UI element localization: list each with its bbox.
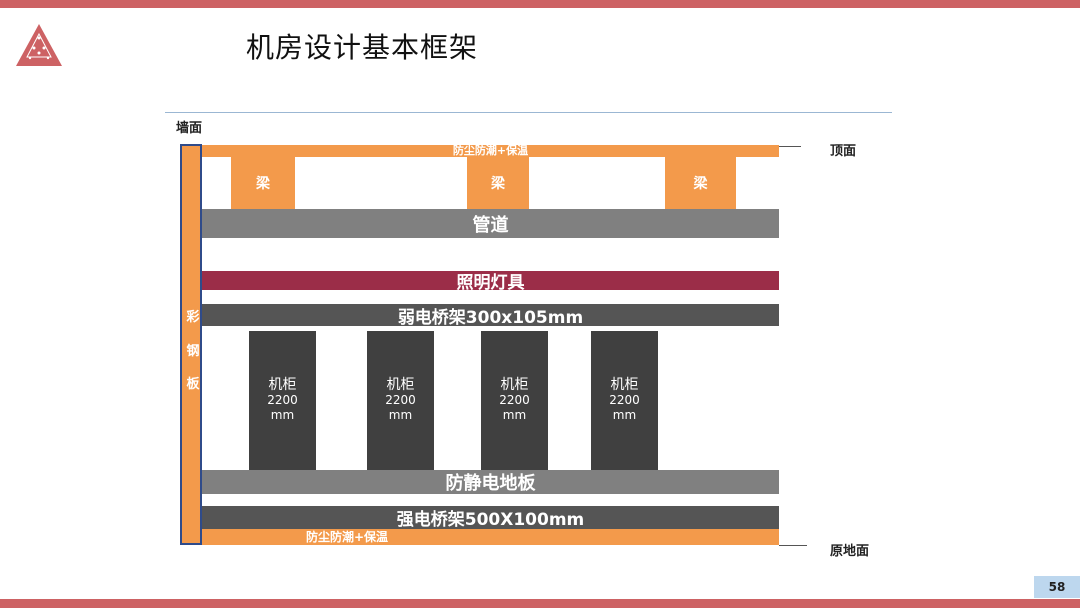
cabinet-name: 机柜 xyxy=(610,377,639,393)
anti-static-floor: 防静电地板 xyxy=(202,470,779,494)
side-panel-char-1: 彩 xyxy=(186,310,200,325)
slide-title: 机房设计基本框架 xyxy=(246,31,479,64)
wall-label: 墙面 xyxy=(176,121,203,136)
cabinet-3: 机柜 2200 mm xyxy=(481,331,548,471)
cabinet-height: 2200 xyxy=(499,393,530,407)
cabinet-2: 机柜 2200 mm xyxy=(367,331,434,471)
ceiling-label: 顶面 xyxy=(830,144,857,159)
cabinet-height: 2200 xyxy=(385,393,416,407)
cabinet-1: 机柜 2200 mm xyxy=(249,331,316,471)
beam-3: 梁 xyxy=(665,157,736,209)
triangle-logo-icon xyxy=(14,22,64,68)
strong-current-tray: 强电桥架500X100mm xyxy=(202,506,779,530)
beam-label: 梁 xyxy=(491,176,505,192)
ceiling-insulation-label: 防尘防潮+保温 xyxy=(452,144,529,157)
ceiling-insulation-layer: 防尘防潮+保温 xyxy=(202,145,779,157)
ground-insulation-layer: 防尘防潮+保温 xyxy=(202,529,779,545)
cabinet-unit: mm xyxy=(388,408,413,422)
page-number: 58 xyxy=(1034,576,1080,598)
cabinet-unit: mm xyxy=(502,408,527,422)
color-steel-wall-panel xyxy=(180,144,202,545)
lighting-layer: 照明灯具 xyxy=(202,271,779,293)
ceiling-line xyxy=(779,146,801,147)
cabinet-unit: mm xyxy=(270,408,295,422)
bottom-accent-bar xyxy=(0,599,1080,608)
beam-label: 梁 xyxy=(693,176,708,192)
diagram-top-border xyxy=(165,112,892,113)
beam-1: 梁 xyxy=(231,157,295,209)
cabinet-unit: mm xyxy=(612,408,637,422)
cabinet-name: 机柜 xyxy=(268,377,297,393)
side-panel-char-2: 钢 xyxy=(186,344,200,359)
weak-current-tray: 弱电桥架300x105mm xyxy=(202,304,779,328)
cabinet-height: 2200 xyxy=(609,393,640,407)
pipe-layer: 管道 xyxy=(202,209,779,238)
beam-label: 梁 xyxy=(256,176,270,192)
beam-2: 梁 xyxy=(467,157,529,209)
side-panel-char-3: 板 xyxy=(186,377,200,392)
cabinet-4: 机柜 2200 mm xyxy=(591,331,658,471)
ground-label: 原地面 xyxy=(830,544,870,559)
ground-insulation-label: 防尘防潮+保温 xyxy=(305,530,389,544)
top-accent-bar xyxy=(0,0,1080,8)
cabinet-name: 机柜 xyxy=(386,377,415,393)
cabinet-height: 2200 xyxy=(267,393,298,407)
ground-line xyxy=(779,545,807,546)
cabinet-name: 机柜 xyxy=(500,377,529,393)
